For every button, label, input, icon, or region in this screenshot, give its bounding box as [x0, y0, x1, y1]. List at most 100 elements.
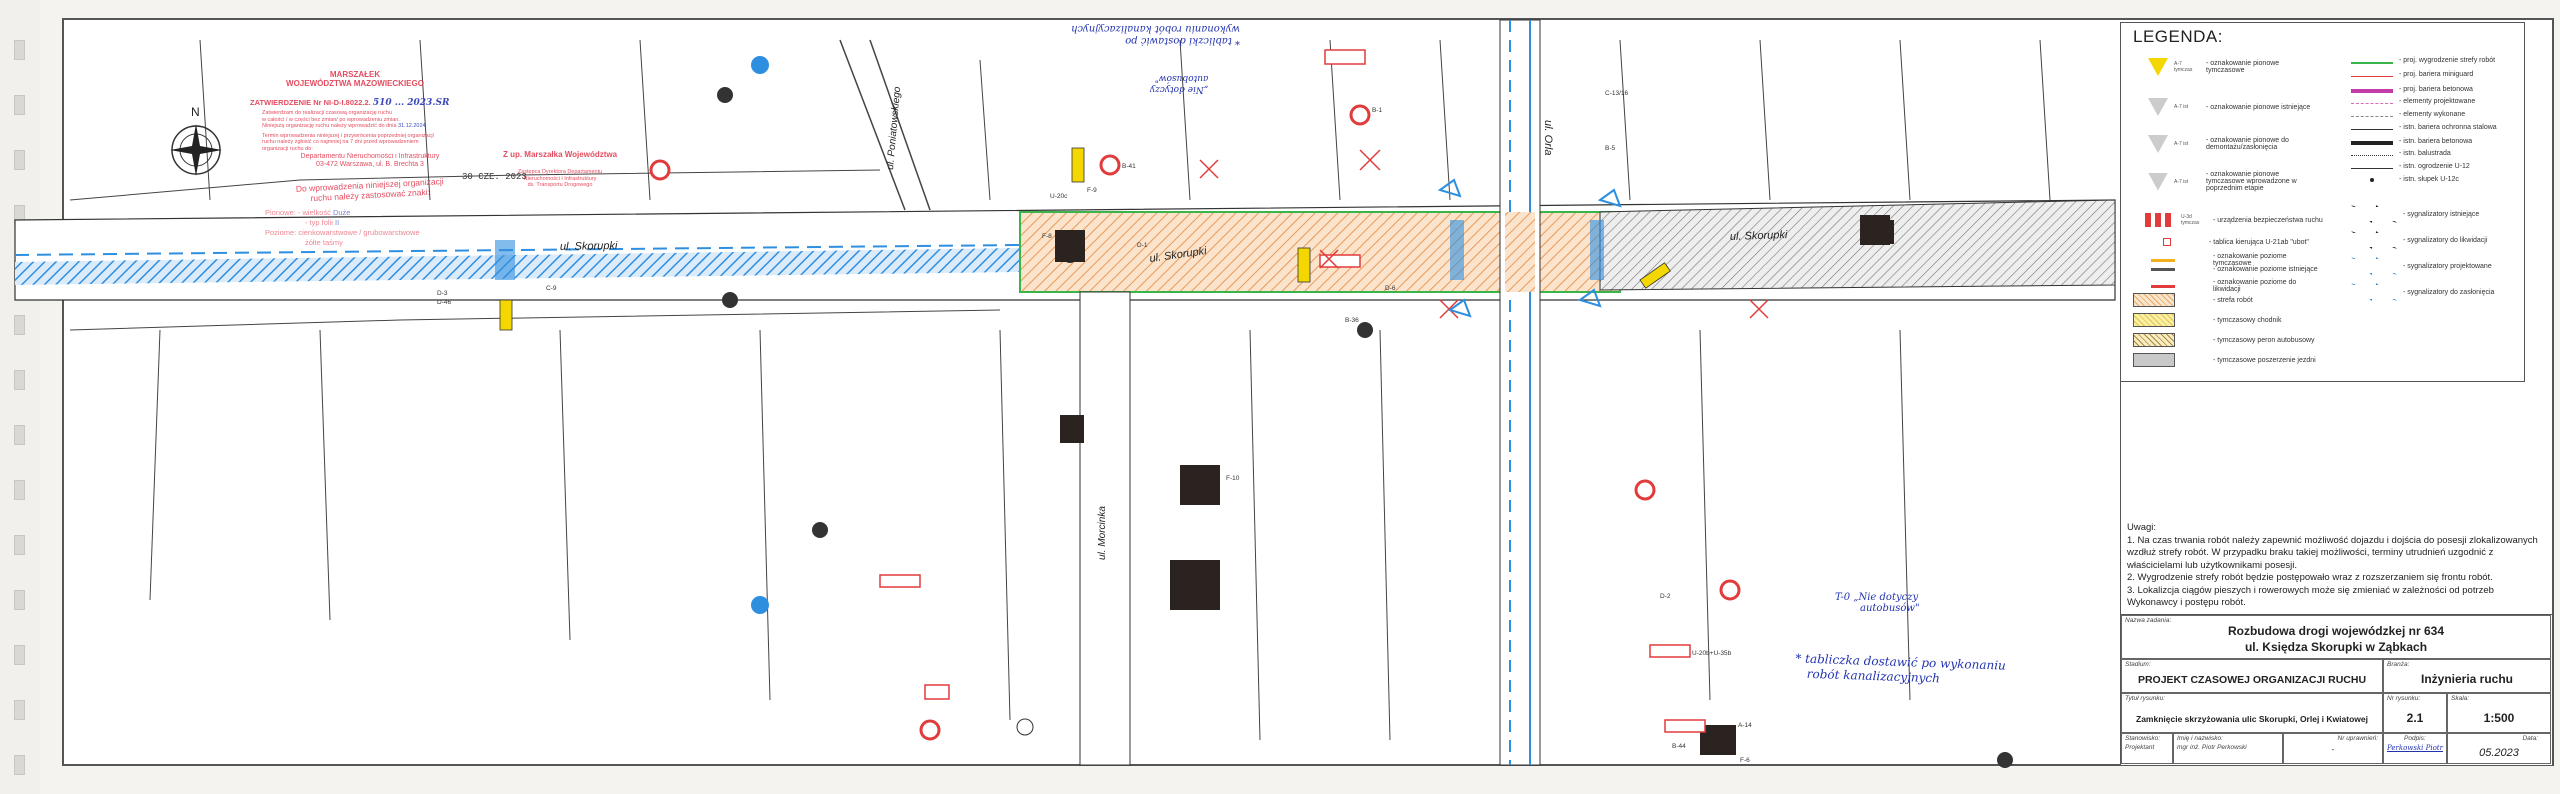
- caption: Stanowisko:: [2125, 735, 2161, 742]
- binding-hole: [14, 150, 25, 170]
- stage-cell: Stadium: PROJEKT CZASOWEJ ORGANIZACJI RU…: [2121, 659, 2383, 693]
- line-symbol-icon: [2351, 116, 2393, 117]
- binding-hole: [14, 95, 25, 115]
- line-symbol-icon: [2351, 141, 2393, 145]
- legend-code: A-7 ist: [2174, 178, 2189, 185]
- sign-code-label: B-36: [1345, 317, 1359, 324]
- note-item: 1. Na czas trwania robót należy zapewnić…: [2127, 534, 2538, 571]
- sign-code-label: D-1: [1137, 242, 1148, 249]
- line-symbol-icon: [2351, 155, 2393, 156]
- binding-hole: [14, 480, 25, 500]
- sign-code-label: A-14: [1738, 722, 1752, 729]
- legend-label: - urządzenia bezpieczeństwa ruchu: [2213, 216, 2323, 224]
- signature: Perkowski Piotr: [2387, 744, 2443, 752]
- legend-code: A-7 tymczas: [2174, 61, 2193, 73]
- legend-item: - sygnalizatory istniejące: [2351, 205, 2479, 223]
- line-symbol-icon: [2351, 168, 2393, 169]
- binding-hole: [14, 535, 25, 555]
- binding-hole: [14, 315, 25, 335]
- handwritten-text: * tabliczki dostawić po: [1125, 35, 1240, 46]
- legend-label: - oznakowanie pionowe tymczasowe: [2206, 60, 2280, 74]
- stamp-text: Zastępca Dyrektora Departamentu: [517, 169, 603, 175]
- handwritten-deadline: 31.12.2024: [398, 123, 426, 129]
- notes-panel: Uwagi: 1. Na czas trwania robót należy z…: [2120, 382, 2553, 622]
- legend-symbol-icon: [2151, 258, 2175, 262]
- binding-hole: [14, 370, 25, 390]
- sign-code-label: F-6: [1740, 757, 1750, 764]
- legend-label: - strefa robót: [2213, 296, 2253, 304]
- approval-stamp: MARSZAŁEK WOJEWÓDZTWA MAZOWIECKIEGO: [255, 70, 455, 88]
- legend-title: LEGENDA:: [2133, 27, 2223, 46]
- approval-conditions: Zatwierdzam do realizacji czasową organi…: [262, 110, 492, 152]
- task-cell: Nazwa zadania: Rozbudowa drogi wojewódzk…: [2121, 615, 2551, 659]
- name-cell: Imię i nazwisko: mgr inż. Piotr Perkowsk…: [2173, 733, 2283, 764]
- number-cell: Nr rysunku: 2.1: [2383, 693, 2447, 733]
- legend-item: - oznakowanie poziome istniejące: [2133, 266, 2318, 273]
- line-symbol-icon: [2351, 76, 2393, 77]
- date-cell: Data: 05.2023: [2447, 733, 2551, 764]
- sign-code-label: U-20c: [1050, 193, 1068, 200]
- stamp-text: Z up. Marszałka Województwa: [502, 150, 618, 159]
- legend-symbol-icon: [2148, 58, 2168, 76]
- legend-item: - sygnalizatory do likwidacji: [2351, 231, 2487, 249]
- legend-label: - proj. bariera betonowa: [2399, 85, 2473, 93]
- street-label-skorupki: ul. Skorupki: [560, 240, 618, 253]
- caption: Skala:: [2451, 695, 2470, 702]
- legend-code: A-7 ist: [2174, 104, 2189, 110]
- legend-label: - oznakowanie pionowe do demontażu/zasło…: [2206, 137, 2289, 151]
- stamp-text: Niniejszą organizację ruchu należy wprow…: [262, 123, 397, 129]
- legend-label: - tablica kierująca U-21ab "ubot": [2209, 238, 2309, 246]
- traffic-signs: [499, 49, 2013, 768]
- legend-label: - tymczasowy peron autobusowy: [2213, 336, 2315, 344]
- handwritten-t0-bottom: T-0 „Nie dotyczy autobusów": [1835, 592, 1920, 614]
- sign-code-labels: B-1 B-41 F-9 U-20c D-1 D-6 F-8 F-10 B-36…: [437, 90, 1752, 764]
- legend-item: - istn. balustrada: [2351, 150, 2451, 157]
- legend-item: - sygnalizatory projektowane: [2351, 257, 2492, 275]
- branch-value: Inżynieria ruchu: [2420, 672, 2514, 686]
- stamp-text: ZATWIERDZENIE Nr NI-D-I.8022.2.: [250, 98, 371, 107]
- round-sign-icon: [717, 87, 2013, 768]
- stamp-text: Nieruchomości i Infrastruktury: [523, 175, 597, 182]
- line-symbol-icon: [2351, 103, 2393, 104]
- signal-symbol-icon: [2351, 257, 2397, 275]
- dark-info-sign-icon: [1055, 215, 1894, 755]
- legend-label: - sygnalizatory do likwidacji: [2403, 236, 2488, 244]
- scale-cell: Skala: 1:500: [2447, 693, 2551, 733]
- binding-hole: [14, 700, 25, 720]
- sign-code-label: D-46: [437, 299, 451, 306]
- caption: Nazwa zadania:: [2125, 617, 2172, 624]
- caption: Nr uprawnień:: [2337, 735, 2378, 742]
- legend-item: - proj. bariera betonowa: [2351, 85, 2473, 93]
- legend-item: - istn. bariera betonowa: [2351, 137, 2472, 145]
- stamp-text: Zatwierdzam do realizacji czasową organi…: [262, 110, 392, 116]
- legend-symbol-icon: [2133, 293, 2175, 307]
- drawing-number: 2.1: [2406, 711, 2424, 725]
- caption: Imię i nazwisko:: [2177, 735, 2223, 742]
- handwritten-t0-top: „Nie dotyczy autobusów": [1150, 72, 1208, 94]
- signs-spec: Pionowe: - wielkość Duże - typ folii II …: [265, 208, 495, 248]
- sign-code-label: D-2: [1660, 593, 1671, 600]
- legend-label: - elementy wykonane: [2399, 111, 2466, 118]
- stamp-text: WOJEWÓDZTWA MAZOWIECKIEGO: [286, 79, 424, 88]
- legend-label: - sygnalizatory projektowane: [2403, 262, 2492, 270]
- signal-icon: [1437, 178, 1622, 318]
- handwritten-text: T-0 „Nie dotyczy: [1835, 592, 1919, 603]
- legend-symbol-icon: [2163, 238, 2171, 246]
- sign-code-label: B-44: [1672, 743, 1686, 750]
- stage-value: PROJEKT CZASOWEJ ORGANIZACJI RUCHU: [2137, 674, 2367, 686]
- handwritten-note-top: * tabliczki dostawić po wykonaniu robót …: [1010, 22, 1240, 46]
- caption: Branża:: [2387, 661, 2410, 668]
- no-entry-sign-icon: [649, 104, 1741, 741]
- caption: Tytuł rysunku:: [2125, 695, 2165, 702]
- scale-value: 1:500: [2483, 711, 2515, 725]
- sign-code-label: C-13/16: [1605, 90, 1629, 97]
- street-label-morcinka: ul. Morcinka: [1097, 506, 1108, 560]
- north-label: N: [191, 105, 200, 119]
- drawing-title: Zamknięcie skrzyżowania ulic Skorupki, O…: [2136, 714, 2368, 724]
- legend-item: A-7 ist- oznakowanie pionowe tymczasowe …: [2133, 171, 2316, 192]
- caption: Nr rysunku:: [2387, 695, 2421, 702]
- stamp-text: - typ folii: [305, 218, 333, 227]
- legend-item: A-7 tymczas - oznakowanie pionowe tymczas…: [2133, 58, 2316, 76]
- property-lines: [69, 39, 2051, 741]
